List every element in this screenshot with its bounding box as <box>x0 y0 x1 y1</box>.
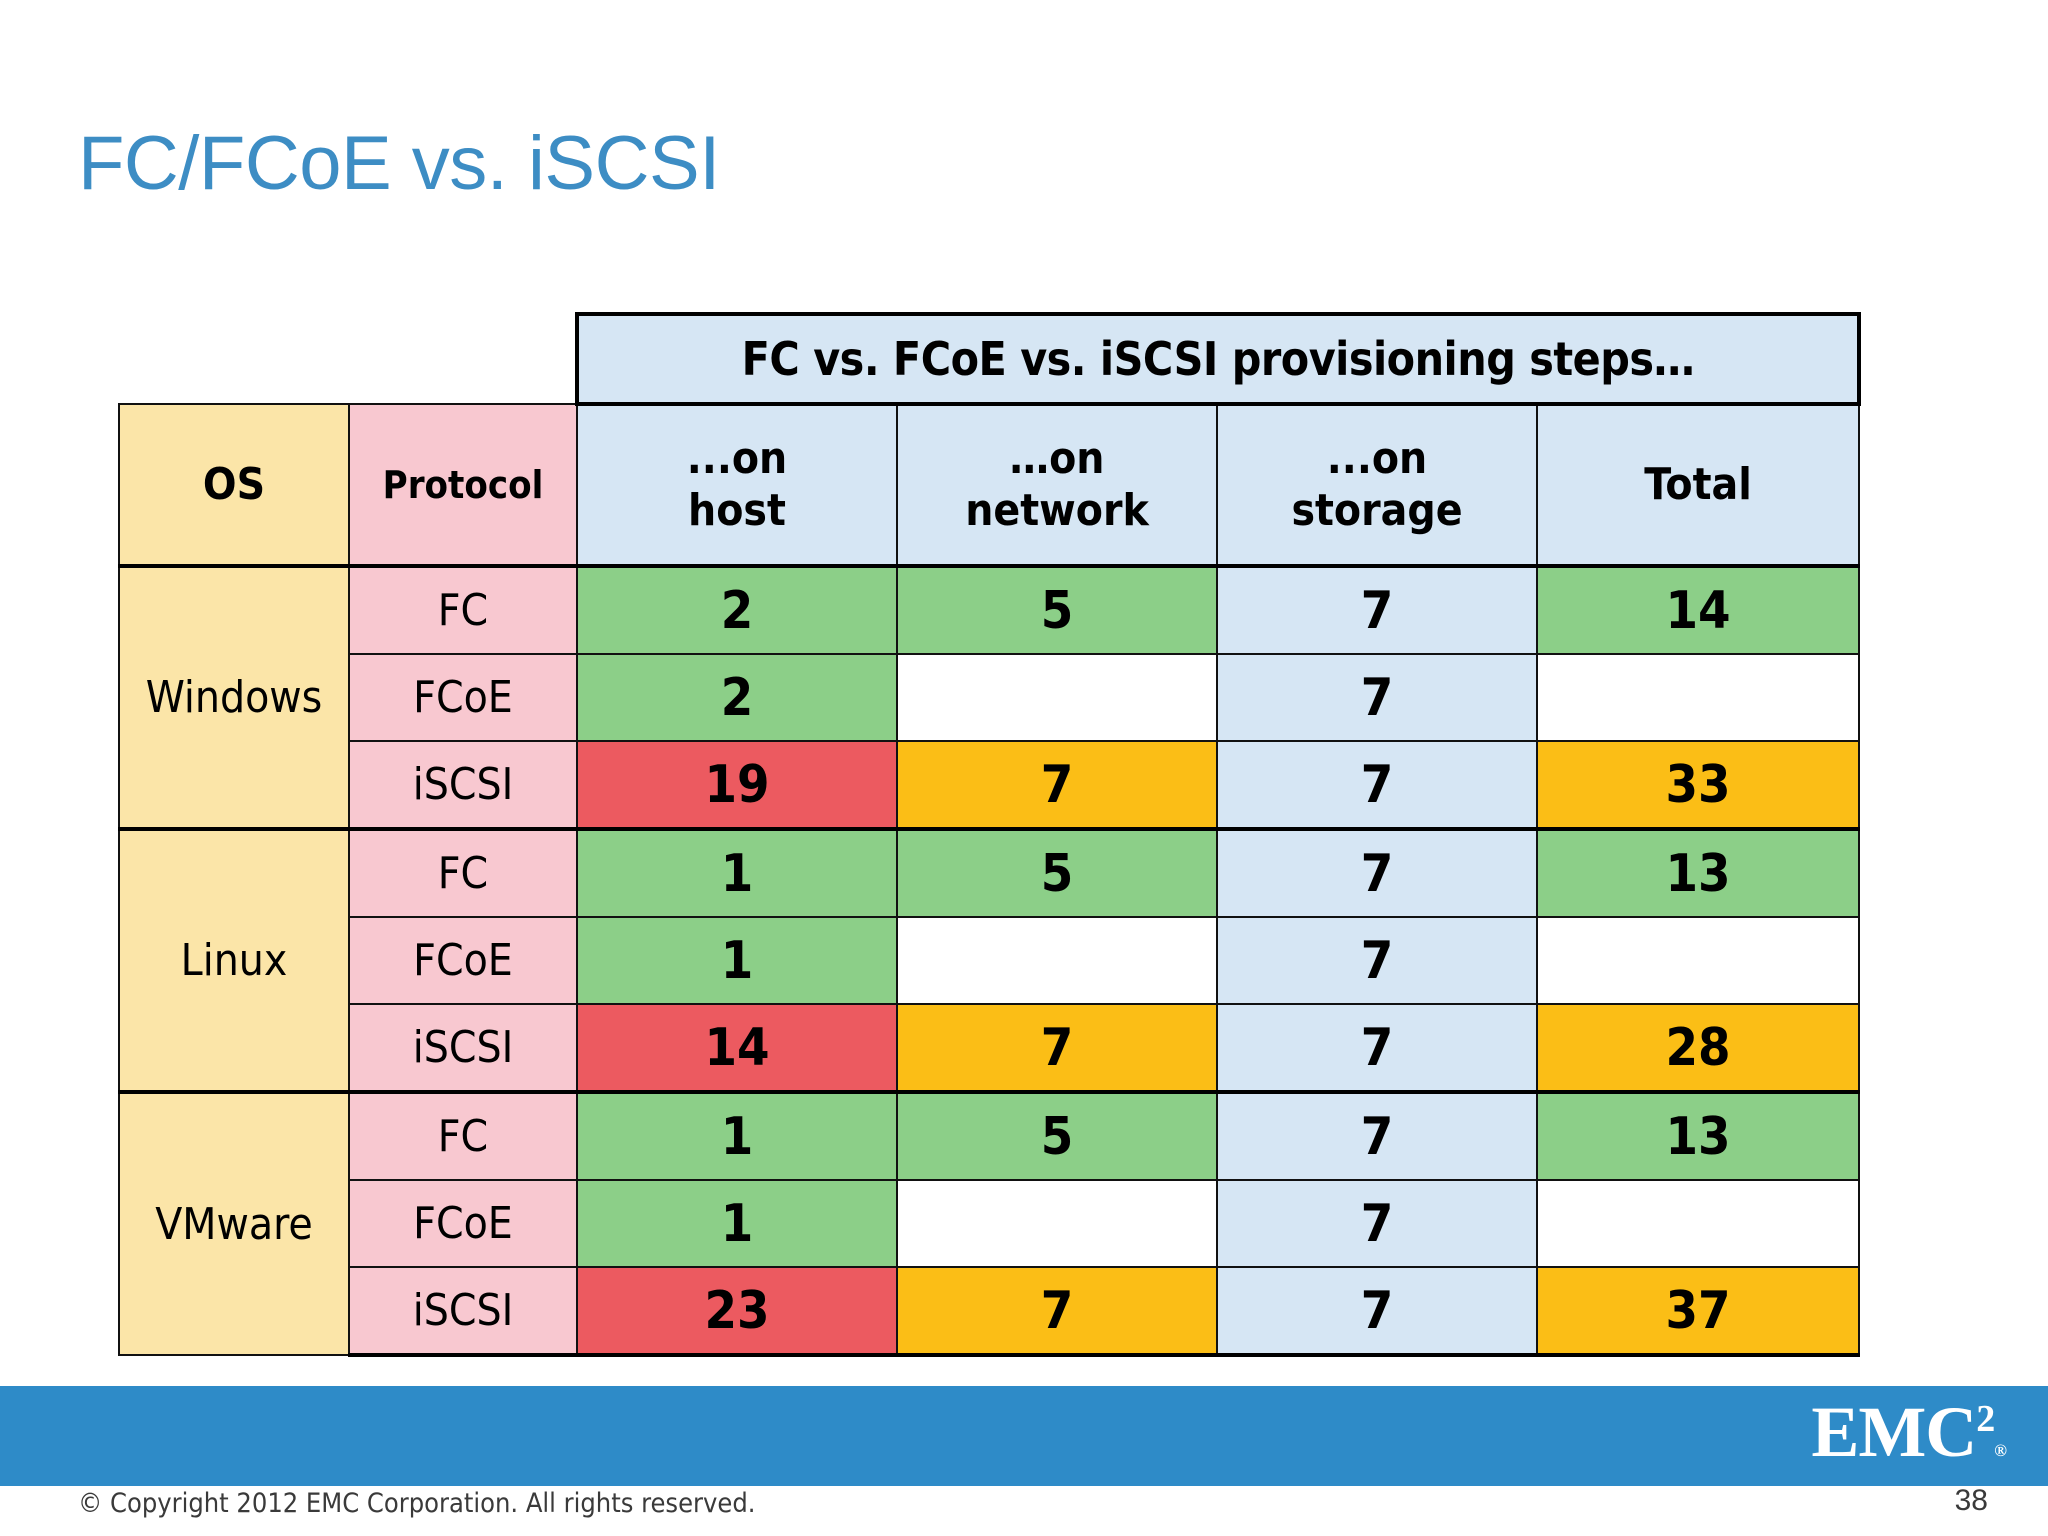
steps-total-cell: 28 <box>1535 1003 1861 1093</box>
protocol-cell: iSCSI <box>348 1003 578 1093</box>
steps-total-cell: 37 <box>1535 1266 1861 1357</box>
steps-on-network-cell: 7 <box>896 740 1218 830</box>
page-number: 38 <box>1954 1484 1988 1517</box>
steps-total-cell: 33 <box>1535 740 1861 830</box>
column-header-total: Total <box>1535 403 1861 567</box>
protocol-cell: FCoE <box>348 916 578 1005</box>
steps-on-network-cell <box>896 1179 1218 1268</box>
page-title: FC/FCoE vs. iSCSI <box>78 121 720 206</box>
steps-on-storage-cell: 7 <box>1216 827 1538 918</box>
protocol-cell: FC <box>348 827 578 918</box>
steps-on-network-cell <box>896 653 1218 742</box>
steps-total-cell: 13 <box>1535 1090 1861 1181</box>
column-header-on-network-line1: …on <box>1009 433 1105 484</box>
steps-on-host-cell: 2 <box>576 653 898 742</box>
protocol-cell: FC <box>348 564 578 655</box>
steps-on-host-cell: 19 <box>576 740 898 830</box>
os-group-cell: VMware <box>118 1090 350 1356</box>
column-header-on-network-line2: network <box>965 485 1149 536</box>
header-spacer-protocol <box>349 314 577 404</box>
steps-on-storage-cell: 7 <box>1216 1266 1538 1357</box>
steps-on-network-cell: 5 <box>896 1090 1218 1181</box>
os-group-cell: Windows <box>118 564 350 830</box>
column-header-on-host-line1: ...on <box>686 433 788 484</box>
steps-on-network-cell <box>896 916 1218 1005</box>
emc-logo-registered-icon: ® <box>1994 1441 2007 1460</box>
emc-logo: EMC2® <box>1811 1396 2007 1487</box>
steps-on-storage-cell: 7 <box>1216 916 1538 1005</box>
steps-on-storage-cell: 7 <box>1216 740 1538 830</box>
column-header-protocol: Protocol <box>348 403 578 567</box>
steps-on-network-cell: 5 <box>896 827 1218 918</box>
steps-on-host-cell: 2 <box>576 564 898 655</box>
table-head: FC vs. FCoE vs. iSCSI provisioning steps… <box>118 312 1862 567</box>
header-spacer-os <box>119 314 349 404</box>
steps-total-cell <box>1535 653 1861 742</box>
provisioning-steps-table-wrap: FC vs. FCoE vs. iSCSI provisioning steps… <box>118 312 1862 1357</box>
steps-on-host-cell: 1 <box>576 1090 898 1181</box>
protocol-cell: FCoE <box>348 1179 578 1268</box>
column-header-on-network: …on network <box>896 403 1218 567</box>
steps-total-cell: 14 <box>1535 564 1861 655</box>
steps-on-host-cell: 23 <box>576 1266 898 1357</box>
emc-logo-superscript: 2 <box>1976 1398 1995 1440</box>
steps-on-network-cell: 7 <box>896 1003 1218 1093</box>
column-header-on-storage: ...on storage <box>1216 403 1538 567</box>
steps-total-cell <box>1535 916 1861 1005</box>
steps-total-cell: 13 <box>1535 827 1861 918</box>
steps-on-storage-cell: 7 <box>1216 653 1538 742</box>
steps-on-network-cell: 7 <box>896 1266 1218 1357</box>
steps-on-storage-cell: 7 <box>1216 1179 1538 1268</box>
steps-on-host-cell: 1 <box>576 916 898 1005</box>
copyright-text: © Copyright 2012 EMC Corporation. All ri… <box>78 1488 756 1519</box>
steps-on-storage-cell: 7 <box>1216 564 1538 655</box>
table-column-header-row: OS Protocol ...on host …on network ...on… <box>118 403 1861 567</box>
steps-on-host-cell: 14 <box>576 1003 898 1093</box>
steps-on-storage-cell: 7 <box>1216 1003 1538 1093</box>
steps-on-host-cell: 1 <box>576 827 898 918</box>
steps-on-network-cell: 5 <box>896 564 1218 655</box>
table-group-header-row: FC vs. FCoE vs. iSCSI provisioning steps… <box>119 312 1862 406</box>
provisioning-steps-table: FC vs. FCoE vs. iSCSI provisioning steps… <box>118 312 1862 1357</box>
steps-on-storage-cell: 7 <box>1216 1090 1538 1181</box>
column-header-on-storage-line2: storage <box>1291 485 1463 536</box>
protocol-cell: iSCSI <box>348 740 578 830</box>
column-header-on-host: ...on host <box>576 403 898 567</box>
group-header-provisioning-steps: FC vs. FCoE vs. iSCSI provisioning steps… <box>574 312 1862 406</box>
column-header-os: OS <box>118 403 350 567</box>
column-header-on-host-line2: host <box>688 485 786 536</box>
steps-total-cell <box>1535 1179 1861 1268</box>
footer-bar <box>0 1386 2048 1486</box>
steps-on-host-cell: 1 <box>576 1179 898 1268</box>
column-header-on-storage-line1: ...on <box>1326 433 1428 484</box>
protocol-cell: FC <box>348 1090 578 1181</box>
os-group-cell: Linux <box>118 827 350 1093</box>
protocol-cell: FCoE <box>348 653 578 742</box>
protocol-cell: iSCSI <box>348 1266 578 1357</box>
emc-logo-text: EMC <box>1811 1392 1977 1472</box>
